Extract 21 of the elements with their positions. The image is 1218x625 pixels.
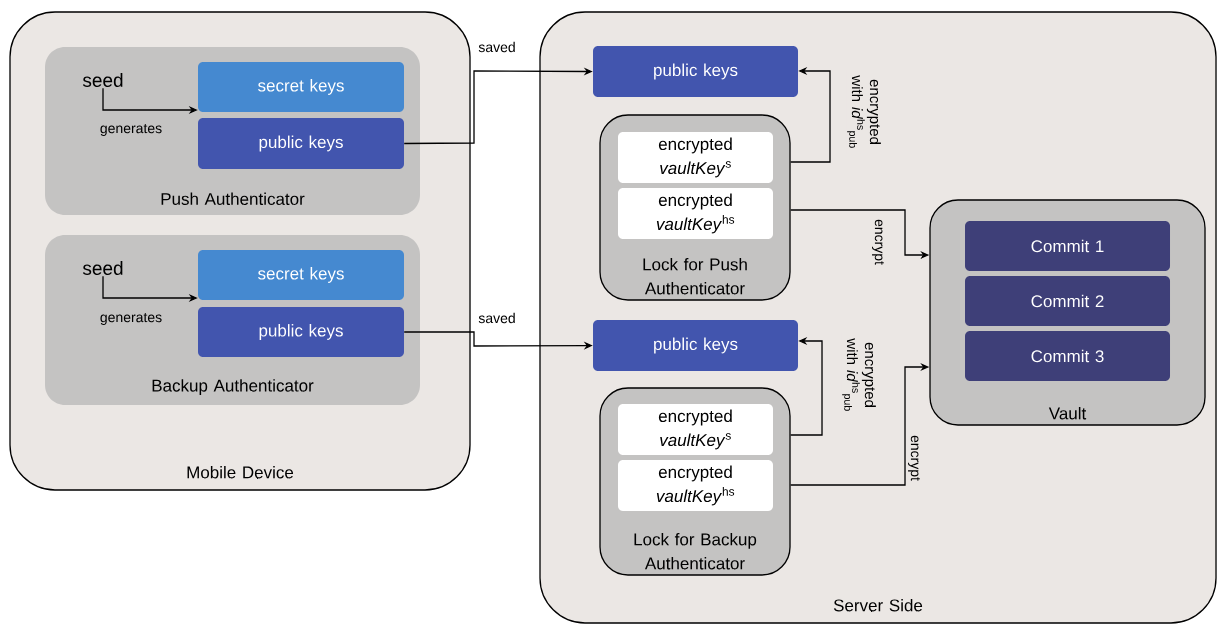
key-box: public keys	[593, 320, 798, 371]
seed-label: seed	[82, 73, 123, 87]
encrypted-key-box: encrypted vaultKey$^{s}$	[618, 132, 773, 183]
edge-label: saved	[477, 40, 517, 54]
key-box: public keys	[198, 118, 404, 169]
edge-label: encrypt	[907, 434, 921, 482]
seed-label: seed	[82, 261, 123, 275]
edge-label: generates	[98, 123, 164, 137]
key-box: public keys	[198, 307, 404, 357]
edge-label: generates	[98, 312, 164, 326]
encrypted-key-box: encrypted vaultKey$^{s}$	[618, 404, 773, 455]
commit-box: Commit 1	[965, 221, 1170, 271]
edge-label: encrypt	[871, 218, 885, 266]
commit-box: Commit 2	[965, 276, 1170, 326]
commit-box: Commit 3	[965, 331, 1170, 381]
key-box: secret keys	[198, 250, 404, 300]
key-box: secret keys	[198, 62, 404, 112]
encrypted-key-box: encrypted vaultKey$^{hs}$	[618, 188, 773, 239]
edge-label: saved	[477, 311, 517, 325]
encrypted-key-box: encrypted vaultKey$^{hs}$	[618, 460, 773, 511]
key-box: public keys	[593, 46, 798, 97]
